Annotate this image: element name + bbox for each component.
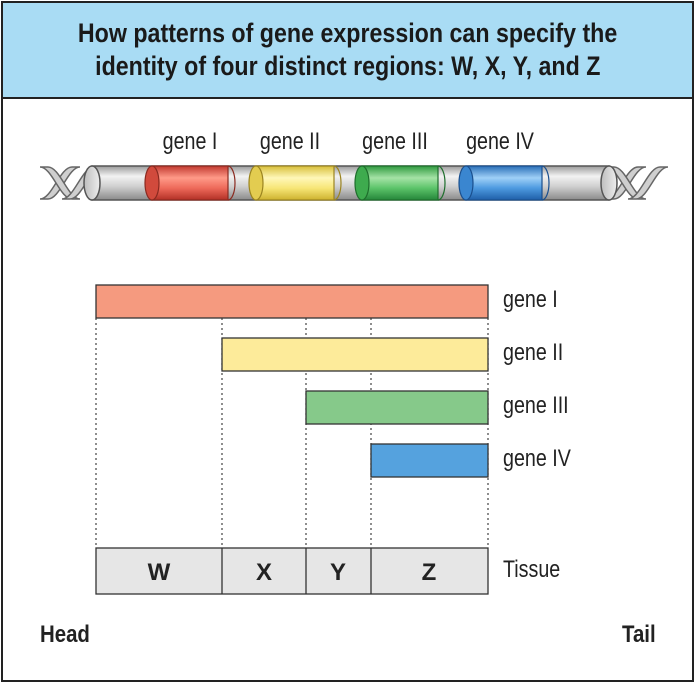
- tissue-row: W X Y Z: [95, 547, 489, 595]
- gene-segment-2: [248, 165, 342, 201]
- gene-segment-4: [458, 165, 550, 201]
- expression-bar-gene-1: [95, 284, 489, 319]
- head-label: Head: [40, 621, 90, 648]
- region-boundaries: [95, 318, 489, 548]
- tissue-region-x: X: [256, 559, 272, 586]
- expression-row-label-1: gene I: [503, 286, 558, 313]
- expression-bar-gene-2: [221, 337, 489, 372]
- title-banner: How patterns of gene expression can spec…: [3, 3, 692, 99]
- chromosome: [83, 165, 618, 201]
- gene-segment-1: [144, 165, 236, 201]
- expression-row-label-2: gene II: [503, 339, 564, 366]
- title-line-1: How patterns of gene expression can spec…: [77, 18, 618, 48]
- tissue-region-w: W: [148, 559, 171, 586]
- tail-label: Tail: [622, 621, 656, 648]
- expression-row-label-4: gene IV: [503, 445, 571, 472]
- gene-segment-3: [354, 165, 446, 201]
- tissue-region-z: Z: [422, 559, 437, 586]
- chromosome-end-cap: [83, 165, 101, 201]
- expression-bar-gene-3: [305, 390, 489, 425]
- expression-row-label-3: gene III: [503, 392, 569, 419]
- chromosome-end-cap: [600, 165, 618, 201]
- tissue-label: Tissue: [503, 556, 561, 583]
- chromosome-gene-label-1: gene I: [162, 128, 218, 155]
- chromosome-gene-label-4: gene IV: [466, 128, 534, 155]
- chromosome-gene-label-2: gene II: [259, 128, 321, 155]
- expression-bar-gene-4: [370, 443, 489, 478]
- title-line-2: identity of four distinct regions: W, X,…: [94, 51, 601, 81]
- tissue-region-y: Y: [330, 559, 346, 586]
- dna-twist-left: [39, 166, 103, 200]
- chromosome-gene-label-3: gene III: [362, 128, 428, 155]
